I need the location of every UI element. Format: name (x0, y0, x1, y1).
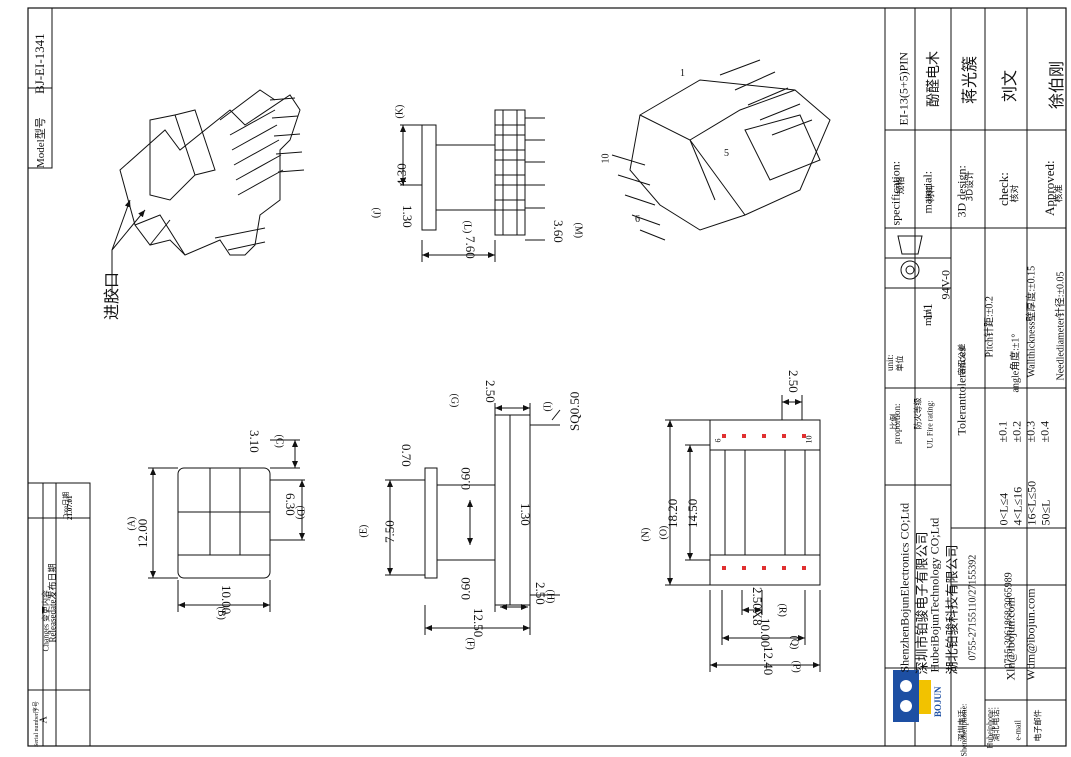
dim-o-tag: (O) (658, 525, 670, 540)
dim-j-tag: (J) (370, 207, 382, 219)
fire-cn: 防火等级 (913, 397, 923, 430)
dim-r-tag: (R) (776, 603, 788, 617)
rev-row-serial: A (38, 716, 50, 724)
model-number: BJ-EI-1341 (32, 33, 47, 94)
dim-060b-value: 0.60 (458, 577, 473, 600)
company-name-2-cn: 湖北铂骏科技有限公司 (945, 544, 961, 675)
dim-n-tag: (N) (640, 527, 652, 542)
dim-130-value: 1.30 (518, 503, 533, 526)
email-1[interactable]: Xln@ibojun.com (1003, 597, 1018, 681)
front-view (177, 467, 271, 579)
tol-range-2: 4<L≤16 (1010, 486, 1025, 526)
tol-value-1: ±0.1 (995, 420, 1010, 443)
unit-cn: 单位 (895, 355, 905, 372)
proportion-cn: 比例 (889, 413, 899, 430)
design-cn: 3D设计 (965, 170, 976, 202)
material-cn: 材料 (926, 184, 937, 203)
sz-phone: 0755-27155110/27155392 (967, 554, 979, 661)
email-2[interactable]: Wdm@ibojun.com (1023, 588, 1038, 681)
bojun-logo (893, 670, 931, 722)
dim-i-tag: (I) (542, 401, 554, 412)
tol-value-3: ±0.3 (1023, 420, 1038, 443)
tol-range-3: 16<L≤50 (1024, 480, 1039, 526)
dim-a-tag: (A) (126, 516, 138, 531)
dim-g-value: 2.50 (483, 380, 498, 403)
unit-label: unit: (885, 354, 895, 371)
pin-1-label: 1 (680, 68, 685, 79)
pin-6-top-label: 6 (713, 438, 723, 443)
dim-g-tag: (G) (448, 393, 460, 408)
tol-value-4: ±0.4 (1037, 420, 1052, 443)
fire-value: 94V-0 (938, 269, 953, 300)
tol-range-1: 0<L≤4 (996, 492, 1011, 526)
dim-j-value: 1.30 (400, 205, 415, 228)
company-name-2-en: HubeiBojunTechnology CO;Ltd (927, 517, 942, 673)
check-cn: 核对 (1010, 184, 1021, 203)
dim-m-value: 3.60 (551, 220, 566, 243)
spec-value: EI-13(5+5)PIN (896, 52, 911, 126)
dim-p-tag: (P) (790, 660, 802, 673)
dim-q-tag: (Q) (788, 635, 800, 650)
fire-label: UL Fire rating: (925, 400, 935, 449)
dim-b-tag: (B) (215, 606, 227, 620)
rev-row-change: Releasedate发布日期 (47, 563, 58, 643)
top-view (709, 419, 821, 586)
check-value: 刘文 (1000, 69, 1019, 102)
dim-c-tag: (C) (273, 434, 285, 448)
pin-markers (722, 434, 806, 570)
dim-c-value: 3.10 (247, 430, 262, 453)
dim-top-250-value: 2.50 (786, 370, 801, 393)
pin-5-label: 5 (724, 148, 729, 159)
company-name-1-en: ShenzhenBojunElectronics CO;Ltd (897, 502, 912, 673)
material-value: 酚醛电木 (926, 51, 942, 107)
isometric-view-right (611, 59, 831, 241)
isometric-view-left (119, 89, 305, 256)
dim-070-value: 0.70 (399, 444, 414, 467)
dim-i-value: SQ0.50 (567, 391, 582, 431)
dim-060a-value: 0.60 (458, 467, 473, 490)
dim-l-tag: (L) (461, 220, 473, 234)
dim-k-value: 4.30 (394, 163, 409, 186)
tol-needle: Needlediameter针径:±0.05 (1055, 271, 1067, 381)
tol-range-4: 50≤L (1038, 499, 1053, 526)
tolerances-cn: 容忍公差 (957, 343, 967, 376)
model-label: Model型号 (35, 117, 47, 168)
sz-phone-cn: 深圳电话: (957, 706, 967, 742)
dim-m-tag: (M) (572, 222, 584, 239)
pin-10-top-label: 10 (804, 435, 814, 444)
dim-p-value: 12.40 (761, 646, 776, 676)
tol-angle: angle角度:±1° (1010, 333, 1022, 393)
tol-pitch: Pitch针距:±0.2 (984, 296, 996, 358)
logo-text: BOJUN (933, 686, 943, 717)
side-view (421, 109, 545, 236)
hb-phone-cn: 湖北电话: (991, 706, 1001, 742)
dim-e-value: 7.50 (382, 520, 397, 543)
design-value: 蒋光簇 (960, 55, 979, 104)
rev-row-date: 21.07.01 (66, 495, 74, 521)
revision-table (27, 482, 91, 747)
side-profile-view (424, 414, 560, 606)
dim-f-tag: (F) (464, 637, 476, 650)
tol-value-2: ±0.2 (1009, 420, 1024, 443)
tol-wall: Wallthickness壁厚度:±0.15 (1026, 265, 1038, 378)
proportion-value: 1/1 (920, 303, 935, 320)
dim-e-tag: (E) (358, 524, 370, 538)
pin-6-label: 6 (635, 214, 640, 225)
approved-cn: 核准 (1054, 184, 1065, 203)
dim-k-tag: (K) (394, 104, 406, 119)
approved-value: 徐伯刚 (1047, 60, 1066, 109)
projection-symbol-icon (897, 235, 923, 280)
dim-d-tag: (D) (294, 505, 306, 520)
email-label: e-mail (1013, 720, 1023, 741)
dim-h-tag: (H) (544, 589, 556, 604)
spec-cn: 规格 (896, 176, 907, 195)
email-cn: 电子邮件 (1033, 709, 1043, 742)
pin-10-label: 10 (600, 153, 612, 164)
dim-o-value: 14.50 (685, 498, 700, 528)
inlet-label: 进胶口 (102, 271, 121, 320)
outer-border (27, 7, 1067, 747)
